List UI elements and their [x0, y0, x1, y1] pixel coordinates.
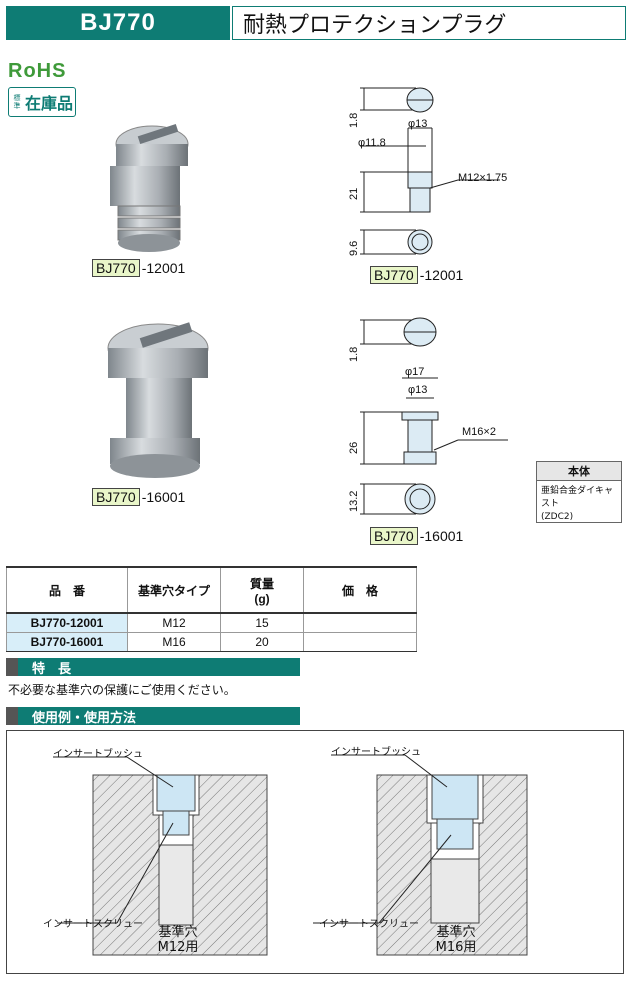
col-mass: 質量 (g) [220, 566, 304, 614]
hole-label-text: 基準穴 [158, 925, 198, 940]
material-header: 本体 [537, 462, 621, 481]
product-code-header: BJ770 [6, 6, 230, 40]
cell-mass: 20 [220, 632, 304, 652]
part-code: BJ770 [370, 266, 418, 284]
usage-section-header: 使用例・使用方法 [6, 707, 300, 726]
col-mass-unit: (g) [254, 591, 270, 606]
part-code: BJ770 [92, 488, 140, 506]
col-price: 価 格 [303, 566, 417, 614]
technical-drawing-16001 [360, 317, 508, 515]
hole-label-m12: 基準穴 M12用 [153, 925, 203, 955]
usage-title: 使用例・使用方法 [32, 710, 137, 726]
dim-12-3: φ11.8 [358, 137, 386, 149]
label-insert-bush-right: インサートブッシュ [331, 747, 421, 758]
cell-part: BJ770-12001 [6, 612, 128, 633]
material-line1: 亜鉛合金ダイキャスト [541, 486, 614, 509]
photo-label-12001: BJ770 -12001 [92, 259, 185, 277]
product-photo-12001 [110, 124, 189, 252]
table-row: BJ770-16001 M16 20 [6, 632, 417, 652]
usage-illustration [53, 754, 528, 956]
material-line2: (ZDC2) [541, 512, 574, 522]
part-suffix: -16001 [419, 528, 464, 544]
cell-mass: 15 [220, 612, 304, 633]
cell-part: BJ770-16001 [6, 632, 128, 652]
features-title: 特 長 [32, 661, 72, 677]
dim-16-1: 1.8 [348, 346, 360, 362]
product-title: 耐熱プロテクションプラグ [232, 6, 626, 40]
spec-table: 品 番 基準穴タイプ 質量 (g) 価 格 BJ770-12001 M12 15… [6, 566, 417, 652]
col-type: 基準穴タイプ [127, 566, 221, 614]
stock-badge-small: 標準 [13, 94, 21, 110]
hole-size-m12: M12用 [157, 940, 199, 955]
label-insert-screw-left: インサートスクリュー [43, 919, 143, 930]
hole-size-m16: M16用 [435, 940, 477, 955]
product-photo-16001 [107, 322, 209, 478]
dim-16-3: φ13 [408, 384, 428, 396]
part-code: BJ770 [370, 527, 418, 545]
features-section-header: 特 長 [6, 658, 300, 677]
dim-16-6: 13.2 [348, 490, 360, 512]
hole-label-m16: 基準穴 M16用 [429, 925, 483, 955]
part-suffix: -12001 [141, 260, 186, 276]
dim-16-4: 26 [348, 441, 360, 454]
technical-drawing-12001 [360, 87, 500, 255]
dim-12-4: 21 [348, 187, 360, 200]
photo-label-16001: BJ770 -16001 [92, 488, 185, 506]
dim-12-2: φ13 [408, 118, 428, 130]
material-box: 本体 亜鉛合金ダイキャスト (ZDC2) [536, 461, 622, 523]
col-part: 品 番 [6, 566, 128, 614]
stock-badge: 標準 在庫品 [8, 87, 76, 117]
cell-type: M12 [127, 612, 221, 633]
dim-16-2: φ17 [405, 366, 425, 378]
cell-type: M16 [127, 632, 221, 652]
features-text: 不必要な基準穴の保護にご使用ください。 [8, 683, 236, 697]
stock-badge-big: 在庫品 [25, 94, 74, 113]
section-marker [6, 707, 18, 725]
section-marker [6, 658, 18, 676]
dim-16-5: M16×2 [462, 426, 496, 438]
table-row: BJ770-12001 M12 15 [6, 612, 417, 633]
hole-label-text: 基準穴 [436, 925, 476, 940]
drawing-label-16001: BJ770 -16001 [370, 527, 463, 545]
label-insert-bush-left: インサートブッシュ [53, 749, 143, 760]
usage-diagram: インサートブッシュ インサートスクリュー 基準穴 M12用 インサートブッシュ … [6, 730, 624, 974]
label-insert-screw-right: インサートスクリュー [319, 919, 419, 930]
dim-12-6: 9.6 [348, 240, 360, 256]
part-suffix: -12001 [419, 267, 464, 283]
part-suffix: -16001 [141, 489, 186, 505]
col-mass-label: 質量 [249, 576, 274, 591]
drawing-label-12001: BJ770 -12001 [370, 266, 463, 284]
dim-12-5: M12×1.75 [458, 172, 508, 184]
cell-price [303, 632, 417, 652]
dim-12-1: 1.8 [348, 112, 360, 128]
cell-price [303, 612, 417, 633]
part-code: BJ770 [92, 259, 140, 277]
rohs-badge: RoHS [8, 60, 67, 82]
